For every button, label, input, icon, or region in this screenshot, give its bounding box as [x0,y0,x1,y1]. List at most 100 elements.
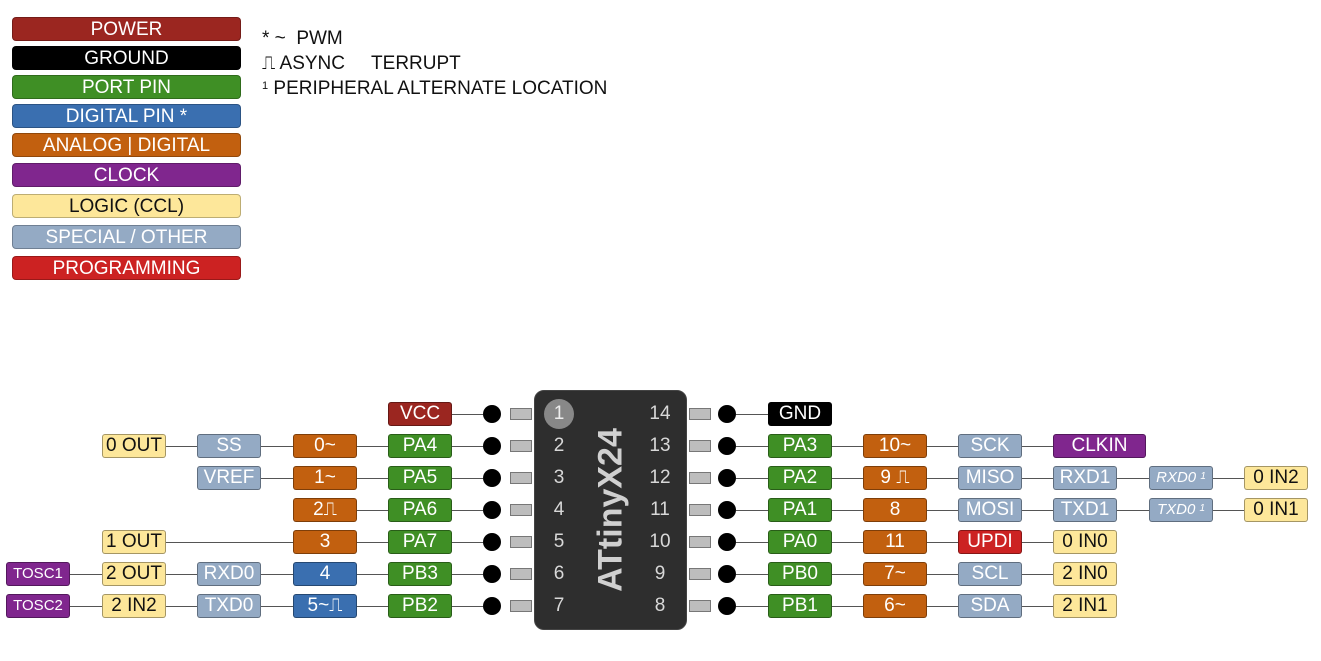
clock-label: TOSC2 [6,594,70,618]
legend-item-logic-ccl: LOGIC (CCL) [12,194,241,218]
note-peripheral-text: PERIPHERAL ALTERNATE LOCATION [268,78,608,99]
note-pwm: * ~ PWM [262,28,343,49]
logic-label: 1 OUT [102,530,166,554]
note-peripheral: 1 PERIPHERAL ALTERNATE LOCATION [262,76,607,101]
programming-label: UPDI [958,530,1022,554]
connector-line [166,542,293,543]
special-label: MOSI [958,498,1022,522]
pin-dot [718,533,736,551]
connector-line [166,574,197,575]
connector-line [1022,446,1053,447]
special-label: SDA [958,594,1022,618]
pin-dot [483,437,501,455]
legend-item-digital-pin: DIGITAL PIN * [12,104,241,128]
analog-label: 2⎍ [293,498,357,522]
pin-label-pb2: PB2 [388,594,452,618]
special-label: RXD0 [197,562,261,586]
connector-line [357,446,388,447]
logic-label: 2 IN0 [1053,562,1117,586]
pin-number: 3 [553,467,565,488]
connector-line [1117,478,1149,479]
pin-dot [718,565,736,583]
chip-body [534,390,687,630]
pin-1-marker: 1 [544,399,574,429]
connector-line [261,574,293,575]
pin-number: 8 [654,595,666,616]
connector-line [927,478,958,479]
connector-line [166,606,197,607]
pin-label-pa6: PA6 [388,498,452,522]
pin-label-pa1: PA1 [768,498,832,522]
pin-number: 13 [649,435,671,456]
connector-line [1213,478,1244,479]
analog-label: 4 [293,562,357,586]
connector-line [736,606,768,607]
connector-line [70,574,102,575]
pin-dot [483,469,501,487]
pin-number: 12 [649,467,671,488]
special-label: SCL [958,562,1022,586]
pin-leg [510,568,532,580]
pin-dot [718,469,736,487]
pin-label-gnd: GND [768,402,832,426]
connector-line [452,510,483,511]
analog-label: 9 ⎍ [863,466,927,490]
connector-line [261,446,293,447]
pin-dot [483,405,501,423]
connector-line [1022,574,1053,575]
legend-item-clock: CLOCK [12,163,241,187]
connector-line [1213,510,1244,511]
connector-line [1022,542,1053,543]
pin-label-pa2: PA2 [768,466,832,490]
special-label: MISO [958,466,1022,490]
pin-leg [510,440,532,452]
analog-label: 5~⎍ [293,594,357,618]
connector-line [452,574,483,575]
pin-label-pa5: PA5 [388,466,452,490]
note-peripheral-sup: 1 [262,80,269,92]
logic-label: 0 IN2 [1244,466,1308,490]
special-label: TXD1 [1053,498,1117,522]
analog-label: 7~ [863,562,927,586]
pin-label-pa4: PA4 [388,434,452,458]
connector-line [736,478,768,479]
pin-label-vcc: VCC [388,402,452,426]
pin-leg [510,504,532,516]
legend-item-programming: PROGRAMMING [12,256,241,280]
connector-line [166,446,197,447]
pin-dot [483,501,501,519]
connector-line [736,446,768,447]
legend-item-power: POWER [12,17,241,41]
analog-label: 0~ [293,434,357,458]
clock-label: TOSC1 [6,562,70,586]
pin-leg [689,568,711,580]
pin-leg [510,408,532,420]
connector-line [927,542,958,543]
special-label: RXD0 1 [1149,466,1213,490]
clock-label: CLKIN [1053,434,1146,458]
pin-dot [483,533,501,551]
connector-line [452,606,483,607]
connector-line [261,478,293,479]
pin-number: 4 [553,499,565,520]
pin-label-pb3: PB3 [388,562,452,586]
analog-label: 3 [293,530,357,554]
logic-label: 0 IN1 [1244,498,1308,522]
logic-label: 2 IN1 [1053,594,1117,618]
connector-line [1117,510,1149,511]
notes: * ~ PWM ⎍ ASYNC TERRUPT 1 PERIPHERAL ALT… [262,26,607,101]
connector-line [1022,478,1053,479]
pin-label-pb0: PB0 [768,562,832,586]
connector-line [832,478,863,479]
pin-label-pa3: PA3 [768,434,832,458]
pin-leg [510,600,532,612]
connector-line [357,478,388,479]
connector-line [736,574,768,575]
connector-line [736,414,768,415]
pin-number: 7 [553,595,565,616]
analog-label: 1~ [293,466,357,490]
pin-dot [718,405,736,423]
special-label: TXD0 [197,594,261,618]
connector-line [832,446,863,447]
logic-label: 2 OUT [102,562,166,586]
